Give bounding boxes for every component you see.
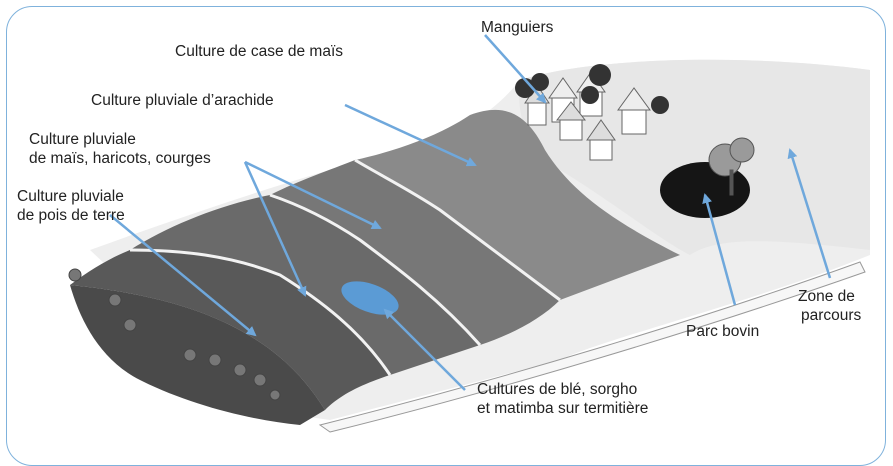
label-termitiere-line2: et matimba sur termitière: [477, 400, 649, 417]
label-zone-line2: parcours: [801, 307, 862, 324]
arrow-parc-bovin: [702, 193, 737, 306]
field-arachide: [355, 109, 680, 301]
label-culture-case: Culture de case de maïs: [175, 43, 344, 60]
field-mais-2: [130, 195, 480, 375]
field-pois-de-terre: [70, 250, 390, 410]
road: [318, 261, 866, 433]
label-pois-line1: Culture pluviale: [17, 188, 124, 205]
arrow-pois: [109, 214, 257, 337]
arrow-manguiers: [484, 34, 547, 104]
label-pois-line2: de pois de terre: [17, 207, 125, 224]
label-arachide: Culture pluviale d’arachide: [91, 92, 274, 109]
label-termitiere-line1: Cultures de blé, sorgho: [477, 381, 638, 398]
arrow-arachide: [344, 103, 477, 167]
zone-de-parcours-area: [519, 59, 870, 255]
mango-trees: [515, 64, 669, 114]
arrows: [109, 34, 832, 391]
label-zone-line1: Zone de: [798, 288, 855, 305]
field-mais-1: [270, 160, 560, 345]
arrow-zone-parcours: [787, 148, 832, 279]
parc-bovin-tree: [708, 137, 755, 196]
arrow-termitiere: [383, 308, 466, 391]
label-manguiers: Manguiers: [481, 19, 554, 36]
arrow-mais-b: [243, 161, 307, 297]
label-mais-line1: Culture pluviale: [29, 131, 136, 148]
label-mais-line2: de maïs, haricots, courges: [29, 150, 211, 167]
label-parc-bovin: Parc bovin: [686, 323, 760, 340]
shrubs: [68, 268, 281, 401]
arrow-mais-a: [244, 160, 382, 230]
termitiere-ellipse: [341, 281, 399, 315]
